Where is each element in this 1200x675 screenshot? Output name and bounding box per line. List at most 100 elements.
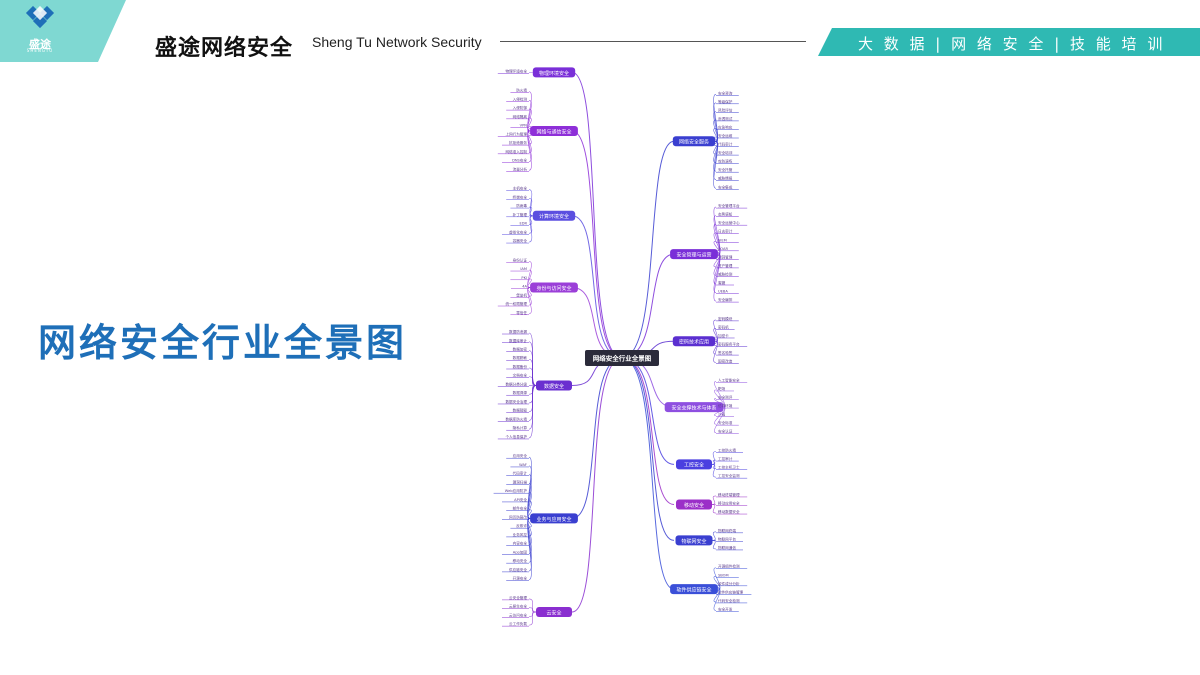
leaf-label: 安全托管 (718, 167, 733, 172)
header-banner (818, 28, 1200, 56)
branch-node (670, 249, 718, 260)
branch-label: 移动安全 (684, 502, 704, 509)
leaf-label: 态势感知 (718, 212, 733, 217)
branch-node (530, 513, 578, 524)
leaf-connector (711, 495, 717, 505)
leaf-label: 数据加密 (513, 347, 528, 352)
leaf-label: 防病毒 (516, 203, 527, 208)
leaf-connector (711, 451, 717, 465)
leaf-label: 工控安全监测 (718, 473, 740, 478)
branch-node (530, 125, 578, 136)
leaf-connector (528, 215, 533, 243)
leaf-connector (711, 504, 717, 514)
branch-node (536, 607, 572, 618)
leaf-connector (713, 128, 718, 142)
leaf-label: 云工作负载 (509, 621, 527, 626)
branch-label: 安全管理与运营 (676, 251, 711, 258)
leaf-label: 签名验签 (718, 350, 733, 355)
leaf-label: 容器安全 (513, 238, 528, 243)
leaf-label: WAF (519, 463, 527, 467)
branch-label: 数据安全 (544, 383, 564, 390)
leaf-label: 统一权限管理 (505, 301, 527, 306)
center-node (585, 350, 659, 366)
logo-text: 盛途 (29, 38, 51, 51)
leaf-label: 国密改造 (718, 359, 733, 364)
leaf-label: 日志审计 (718, 229, 733, 234)
leaf-label: 移动数据安全 (718, 509, 740, 514)
leaf-connector (713, 319, 718, 342)
branch-label: 云安全 (546, 609, 561, 616)
leaf-label: 网页防篡改 (509, 514, 527, 519)
brand-english: Sheng Tu Network Security (312, 34, 482, 50)
leaf-label: 密码机 (718, 324, 729, 329)
leaf-label: 安全运营中心 (718, 220, 740, 225)
leaf-label: 攻防演练 (718, 159, 733, 164)
leaf-label: 物理环境安全 (505, 68, 527, 73)
leaf-label: IAM (520, 267, 527, 271)
leaf-label: 工控防火墙 (718, 448, 736, 453)
leaf-label: 反欺诈 (516, 523, 527, 528)
leaf-label: 应用安全 (513, 453, 528, 458)
leaf-connector (527, 518, 532, 580)
leaf-connector (713, 253, 721, 302)
leaf-label: 安全开发 (718, 606, 733, 611)
branch-connector (571, 287, 623, 359)
leaf-label: 云原生安全 (509, 604, 527, 609)
leaf-connector (528, 189, 533, 217)
leaf-connector (713, 119, 718, 142)
leaf-label: 移动应用安全 (718, 500, 740, 505)
leaf-label: 入侵检测 (513, 96, 528, 101)
leaf-label: 入侵防御 (513, 105, 528, 110)
leaf-label: 终端安全 (513, 194, 528, 199)
leaf-label: 数据销毁 (513, 408, 528, 413)
leaf-label: 数据备份 (513, 364, 528, 369)
leaf-label: Web应用防护 (505, 488, 528, 493)
leaf-label: 隐私计算 (513, 425, 528, 430)
leaf-label: 软件成分分析 (718, 581, 740, 586)
branch-node (664, 402, 724, 413)
leaf-label: 威胁检测 (718, 271, 733, 276)
page-title: 网络安全行业全景图 (38, 321, 408, 365)
leaf-connector (713, 340, 718, 363)
leaf-connector (713, 588, 721, 611)
leaf-label: 代码审计 (718, 142, 733, 147)
branch-node (530, 282, 578, 293)
leaf-label: 等级保护 (718, 99, 733, 104)
leaf-label: 安全集成 (718, 184, 733, 189)
leaf-label: 安全管理平台 (718, 203, 740, 208)
leaf-label: 加密卡 (718, 333, 729, 338)
leaf-connector (528, 385, 537, 439)
leaf-label: 移动终端管理 (718, 492, 740, 497)
leaf-label: 零信任 (516, 310, 527, 315)
leaf-label: SOAR (718, 247, 729, 251)
leaf-label: 代码审计 (513, 471, 528, 476)
leaf-label: 工控主机卫士 (718, 465, 740, 470)
leaf-label: 数据库审计 (509, 338, 527, 343)
leaf-label: 威胁情报 (718, 176, 733, 181)
leaf-label: 工控审计 (718, 456, 733, 461)
leaf-label: 靶场 (718, 386, 726, 391)
leaf-label: 数据安全治理 (505, 399, 527, 404)
branch-connector (571, 357, 623, 613)
branch-label: 计算环境安全 (539, 213, 569, 220)
branch-label: 身份与访问安全 (536, 285, 571, 292)
branch-node (672, 136, 716, 147)
header-divider (500, 41, 806, 42)
leaf-label: 安全编排 (718, 297, 733, 302)
leaf-label: 密码服务平台 (718, 342, 740, 347)
leaf-label: 内容安全 (513, 541, 528, 546)
leaf-connector (713, 232, 721, 255)
branch-label: 网络与通信安全 (536, 128, 571, 135)
branch-label: 工控安全 (684, 462, 704, 469)
leaf-label: 防火墙 (516, 88, 527, 93)
leaf-label: EDR (519, 222, 527, 226)
leaf-label: 风险评估 (718, 107, 733, 112)
leaf-label: 安全标准 (718, 420, 733, 425)
leaf-label: SBOM (718, 573, 729, 577)
branch-node (675, 535, 713, 546)
center-label: 网络安全行业全景图 (593, 354, 652, 363)
leaf-connector (713, 575, 721, 590)
branch-node (676, 499, 712, 510)
leaf-label: 业务风控 (513, 532, 528, 537)
